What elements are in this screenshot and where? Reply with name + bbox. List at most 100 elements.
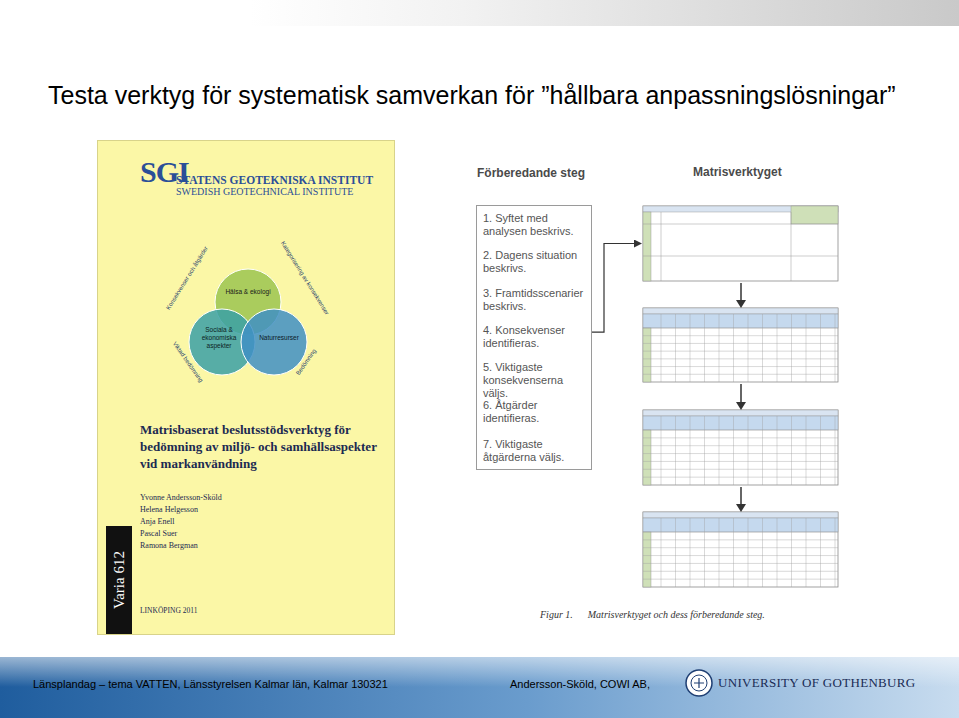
matrix-grid-line: [643, 453, 838, 454]
matrix-grid-line: [643, 351, 838, 352]
matrix-grid-line: [748, 518, 749, 587]
step-item: 1. Syftet med analysen beskrivs.: [483, 212, 587, 238]
matrix-grid-line: [733, 314, 734, 382]
matrix-side-column: [643, 532, 651, 587]
matrix-table: [643, 410, 838, 485]
step-item: 6. Åtgärder identifieras.: [483, 399, 587, 425]
matrix-grid-line: [643, 477, 838, 478]
matrix-grid-line: [777, 416, 778, 485]
matrix-grid-line: [643, 469, 838, 470]
bracket-connector: [592, 244, 641, 333]
book-cover: STATENS GEOTEKNISKA INSTITUTSWEDISH GEOT…: [97, 140, 395, 635]
matrix-grid-line: [643, 343, 838, 344]
matrix-grid-line: [661, 416, 662, 485]
matrix-grid-line: [661, 518, 662, 587]
matrix-grid-line: [719, 518, 720, 587]
matrix-grid-line: [806, 416, 807, 485]
matrix-grid-line: [791, 314, 792, 382]
node-text: STATENS GEOTEKNISKA INSTITUT: [176, 174, 391, 186]
matrix-grid-line: [661, 314, 662, 382]
footer-text: UNIVERSITY OF GOTHENBURG: [718, 675, 915, 691]
matrix-side-column: [643, 430, 651, 485]
matrix-flow-arrowhead: [736, 300, 746, 308]
matrix-table: [643, 512, 838, 587]
matrix-grid-line: [835, 314, 836, 382]
matrix-grid-line: [643, 256, 838, 257]
matrix-grid-line: [643, 532, 838, 533]
matrix-grid-line: [704, 518, 705, 587]
circle-outline: [240, 308, 308, 376]
node-text: Pascal Suer: [140, 529, 177, 538]
circle-fill: [241, 309, 307, 375]
step-item: 5. Viktigaste konsekvenserna väljs.: [483, 361, 587, 400]
matrix-grid-line: [643, 366, 838, 367]
matrix-grid-line: [690, 314, 691, 382]
matrix-grid-line: [675, 416, 676, 485]
matrix-grid-line: [791, 518, 792, 587]
matrix-grid-line: [661, 212, 662, 281]
matrix-title-row: [643, 410, 838, 416]
matrix-grid-line: [791, 212, 792, 281]
matrix-grid-line: [643, 571, 838, 572]
matrix-grid-line: [643, 539, 838, 540]
node-text: Förberedande steg: [477, 166, 585, 180]
matrix-grid-line: [777, 518, 778, 587]
matrix-grid-line: [820, 518, 821, 587]
university-seal-mark: [694, 678, 704, 688]
matrix-grid-line: [806, 314, 807, 382]
matrix-one: Matrisverktyget: [643, 206, 838, 281]
matrix-grid-line: [643, 358, 838, 359]
node-text: Naturresurser: [254, 334, 304, 341]
matrix-table: [643, 308, 838, 382]
matrix-grid-line: [748, 314, 749, 382]
matrix-grid-line: [719, 314, 720, 382]
top-band: [250, 0, 959, 26]
matrix-header-row: [643, 518, 838, 532]
node-text: Helena Helgesson: [140, 505, 198, 514]
matrix-grid-line: [704, 314, 705, 382]
matrix-grid-line: [643, 563, 838, 564]
step-item: 7. Viktigaste åtgärderna väljs.: [483, 438, 587, 464]
steps-box: Förberedande steg1. Syftet med analysen …: [476, 205, 592, 470]
figure-caption: Figur 1. Matrisverktyget och dess förber…: [540, 609, 765, 620]
node-text: Ramona Bergman: [140, 541, 198, 550]
matrix-grid-line: [733, 416, 734, 485]
matrix-grid-line: [704, 416, 705, 485]
matrix-grid-line: [690, 416, 691, 485]
venn-circle: Naturresurser: [240, 308, 308, 376]
matrix-grid-line: [675, 314, 676, 382]
matrix-grid-line: [820, 416, 821, 485]
matrix-grid-line: [748, 416, 749, 485]
matrix-note-cell: [791, 206, 838, 224]
matrix-grid-line: [762, 416, 763, 485]
matrix-header-row: [643, 416, 838, 430]
matrix-table: [643, 206, 838, 281]
step-item: 4. Konsekvenser identifieras.: [483, 324, 587, 350]
matrix-flow-arrowhead: [736, 402, 746, 410]
node-text: Matrisbaserat beslutsstödsverktyg för be…: [140, 421, 378, 472]
node-text: LINKÖPING 2011: [140, 606, 197, 615]
slide-title: Testa verktyg för systematisk samverkan …: [48, 80, 948, 110]
matrix-grid-line: [643, 547, 838, 548]
node-text: Yvonne Andersson-Sköld: [140, 493, 222, 502]
footer-text: Andersson-Sköld, COWI AB,: [510, 678, 650, 690]
university-seal: [686, 670, 712, 696]
matrix-grid-line: [762, 518, 763, 587]
matrix-grid-line: [643, 579, 838, 580]
matrix-grid-line: [643, 437, 838, 438]
matrix-grid-line: [791, 416, 792, 485]
matrix-title-row: [643, 512, 838, 518]
node-text: Anja Enell: [140, 517, 174, 526]
matrix-side-column: [643, 328, 651, 382]
node-text: Matrisverktyget: [693, 165, 782, 179]
matrix-grid-line: [762, 314, 763, 382]
matrix-grid-line: [643, 445, 838, 446]
matrix-grid-line: [643, 328, 838, 329]
matrix-grid-line: [777, 314, 778, 382]
matrix-grid-line: [675, 518, 676, 587]
matrix-grid-line: [835, 518, 836, 587]
node-text: Hälsa & ekologi: [218, 288, 278, 295]
logo-text: SGI: [140, 155, 189, 189]
matrix-title-row: [643, 308, 838, 314]
